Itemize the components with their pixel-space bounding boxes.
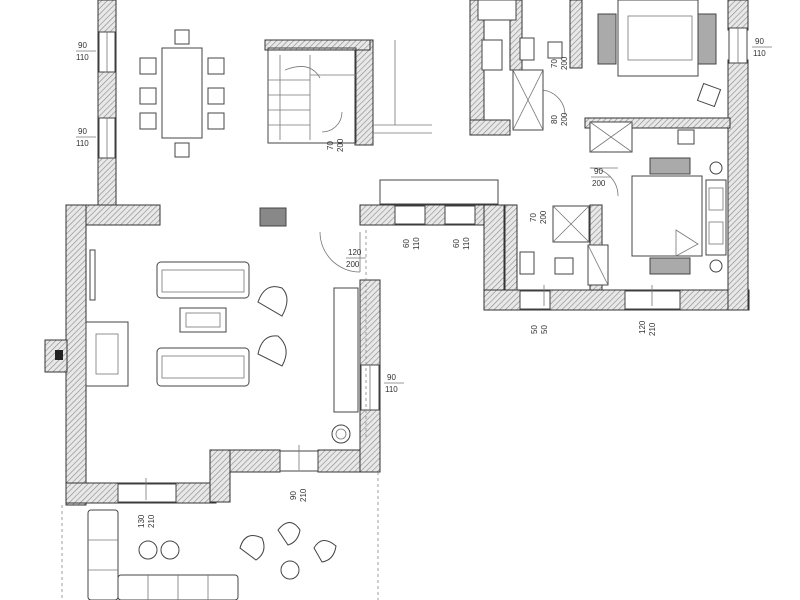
bathrooms [477, 0, 633, 286]
wall-bath2-left [504, 204, 518, 291]
wall-corridor-mid [584, 117, 731, 129]
dim-bath2-door-h: 200 [539, 210, 548, 224]
staircase [267, 40, 432, 144]
plant [331, 424, 351, 444]
wall-bottom-notch-v [209, 449, 231, 503]
wall-hall-top [359, 204, 501, 226]
dim-bath2-door-w: 70 [529, 213, 538, 222]
dim-hall-window-2-h: 110 [462, 237, 471, 250]
dim-east-window-top-h: 110 [753, 49, 766, 58]
dim-east-window-mid-h: 110 [385, 385, 398, 394]
terrace-sofa-left [87, 509, 119, 600]
dim-bedroom2-window-h: 210 [648, 322, 657, 336]
wall-east [727, 59, 749, 311]
dim-terrace-door-left-h: 210 [147, 514, 156, 528]
dim-bedroom2-door-w: 90 [594, 167, 603, 176]
dim-entry-door-w: 120 [348, 248, 362, 257]
fireplace [85, 321, 129, 387]
dim-west-window-1-w: 90 [78, 41, 87, 50]
armchair-2 [257, 335, 287, 367]
bedroom-1 [597, 0, 722, 108]
dim-bath2-window-h: 50 [540, 325, 549, 334]
bed-2 [631, 175, 703, 257]
dim-terrace-door-right-w: 90 [289, 491, 298, 500]
dim-hall-window-2-w: 60 [452, 239, 461, 248]
sofa-top [156, 261, 250, 299]
dim-closet-door-h: 200 [560, 112, 569, 126]
terrace [61, 472, 379, 600]
coffee-table [179, 307, 227, 333]
wall-stair-right [354, 39, 374, 146]
dim-stair-door-w: 70 [326, 141, 335, 150]
sofa-bottom [156, 347, 250, 387]
dim-west-window-2-w: 90 [78, 127, 87, 136]
dining-table [161, 47, 203, 139]
dim-entry-door-h: 200 [346, 260, 360, 269]
dim-terrace-door-left-w: 130 [137, 514, 146, 528]
dim-hall-window-1-h: 110 [412, 237, 421, 250]
dim-terrace-door-right-h: 210 [299, 488, 308, 502]
dining-set [139, 29, 225, 158]
wall-stair-top [264, 39, 371, 51]
wall-west-lower [65, 204, 87, 506]
bedroom-2 [631, 129, 727, 275]
wall-bath-top-right [569, 0, 583, 69]
dim-stair-door-h: 200 [336, 138, 345, 152]
dim-east-window-top-w: 90 [755, 37, 764, 46]
dim-bedroom2-window-w: 120 [638, 320, 647, 334]
dim-closet-door-w: 80 [550, 115, 559, 124]
bed-1 [617, 0, 699, 77]
dim-bath-door-top-w: 70 [550, 59, 559, 68]
armchair-1 [257, 286, 288, 317]
windows [98, 27, 748, 503]
wall-closet-bottom [469, 119, 511, 136]
dimension-labels: 90 110 90 110 90 110 90 110 70 200 120 2… [76, 37, 772, 528]
living-room [55, 207, 359, 444]
dim-bath2-window-w: 50 [530, 325, 539, 334]
sideboard [333, 287, 359, 413]
dim-bath-door-top-h: 200 [560, 56, 569, 70]
dim-west-window-1-h: 110 [76, 53, 89, 62]
dim-east-window-mid-w: 90 [387, 373, 396, 382]
dim-hall-window-1-w: 60 [402, 239, 411, 248]
wall-east-top [727, 0, 749, 31]
dim-bedroom2-door-h: 200 [592, 179, 606, 188]
entry-hall [365, 179, 499, 440]
dim-west-window-2-h: 110 [76, 139, 89, 148]
